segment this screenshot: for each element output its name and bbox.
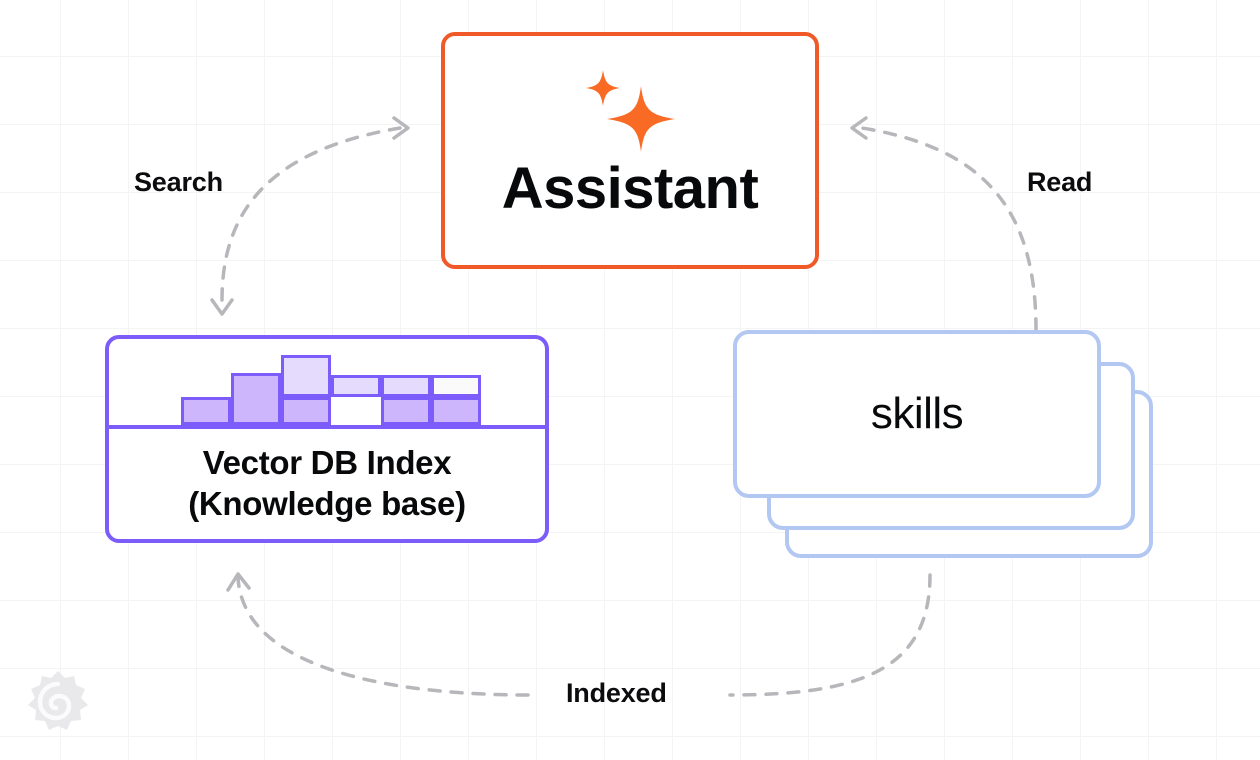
skill-card-front[interactable]: skills — [733, 330, 1101, 498]
histogram-bar — [431, 397, 481, 425]
assistant-label: Assistant — [501, 156, 759, 221]
edge-indexed-path-right — [728, 573, 932, 697]
histogram-bar-outlier — [548, 399, 549, 425]
edge-label-read: Read — [1027, 167, 1093, 197]
assistant-node[interactable]: Assistant — [441, 32, 819, 269]
edge-indexed-arrowhead — [226, 572, 251, 592]
edge-search-path — [220, 126, 402, 302]
histogram-bar — [231, 373, 281, 425]
vector-db-labels: Vector DB Index (Knowledge base) — [109, 429, 545, 525]
histogram-bar — [281, 397, 331, 425]
vector-db-histogram — [109, 339, 545, 429]
edge-indexed-path-left — [236, 576, 530, 697]
edge-label-search: Search — [134, 167, 223, 197]
histogram-bar — [381, 397, 431, 425]
histogram-bar — [431, 375, 481, 397]
grafana-logo-icon — [28, 671, 88, 730]
vector-db-node[interactable]: Vector DB Index (Knowledge base) — [105, 335, 549, 543]
histogram-bar — [181, 397, 231, 425]
skills-label: skills — [870, 389, 964, 438]
vector-db-title: Vector DB Index — [202, 444, 452, 481]
edge-read-path — [860, 126, 1038, 332]
histogram-bar — [381, 375, 431, 397]
edge-label-indexed: Indexed — [566, 678, 667, 708]
sparkles-icon — [586, 70, 675, 152]
histogram-bar — [331, 375, 381, 397]
edge-read-arrowhead — [850, 116, 868, 140]
edge-search-arrowhead-top — [392, 116, 410, 140]
vector-db-subtitle: (Knowledge base) — [188, 485, 466, 523]
skills-node[interactable]: skills — [733, 330, 1153, 562]
histogram-bar — [281, 355, 331, 397]
edge-search-arrowhead-bottom — [210, 298, 234, 316]
